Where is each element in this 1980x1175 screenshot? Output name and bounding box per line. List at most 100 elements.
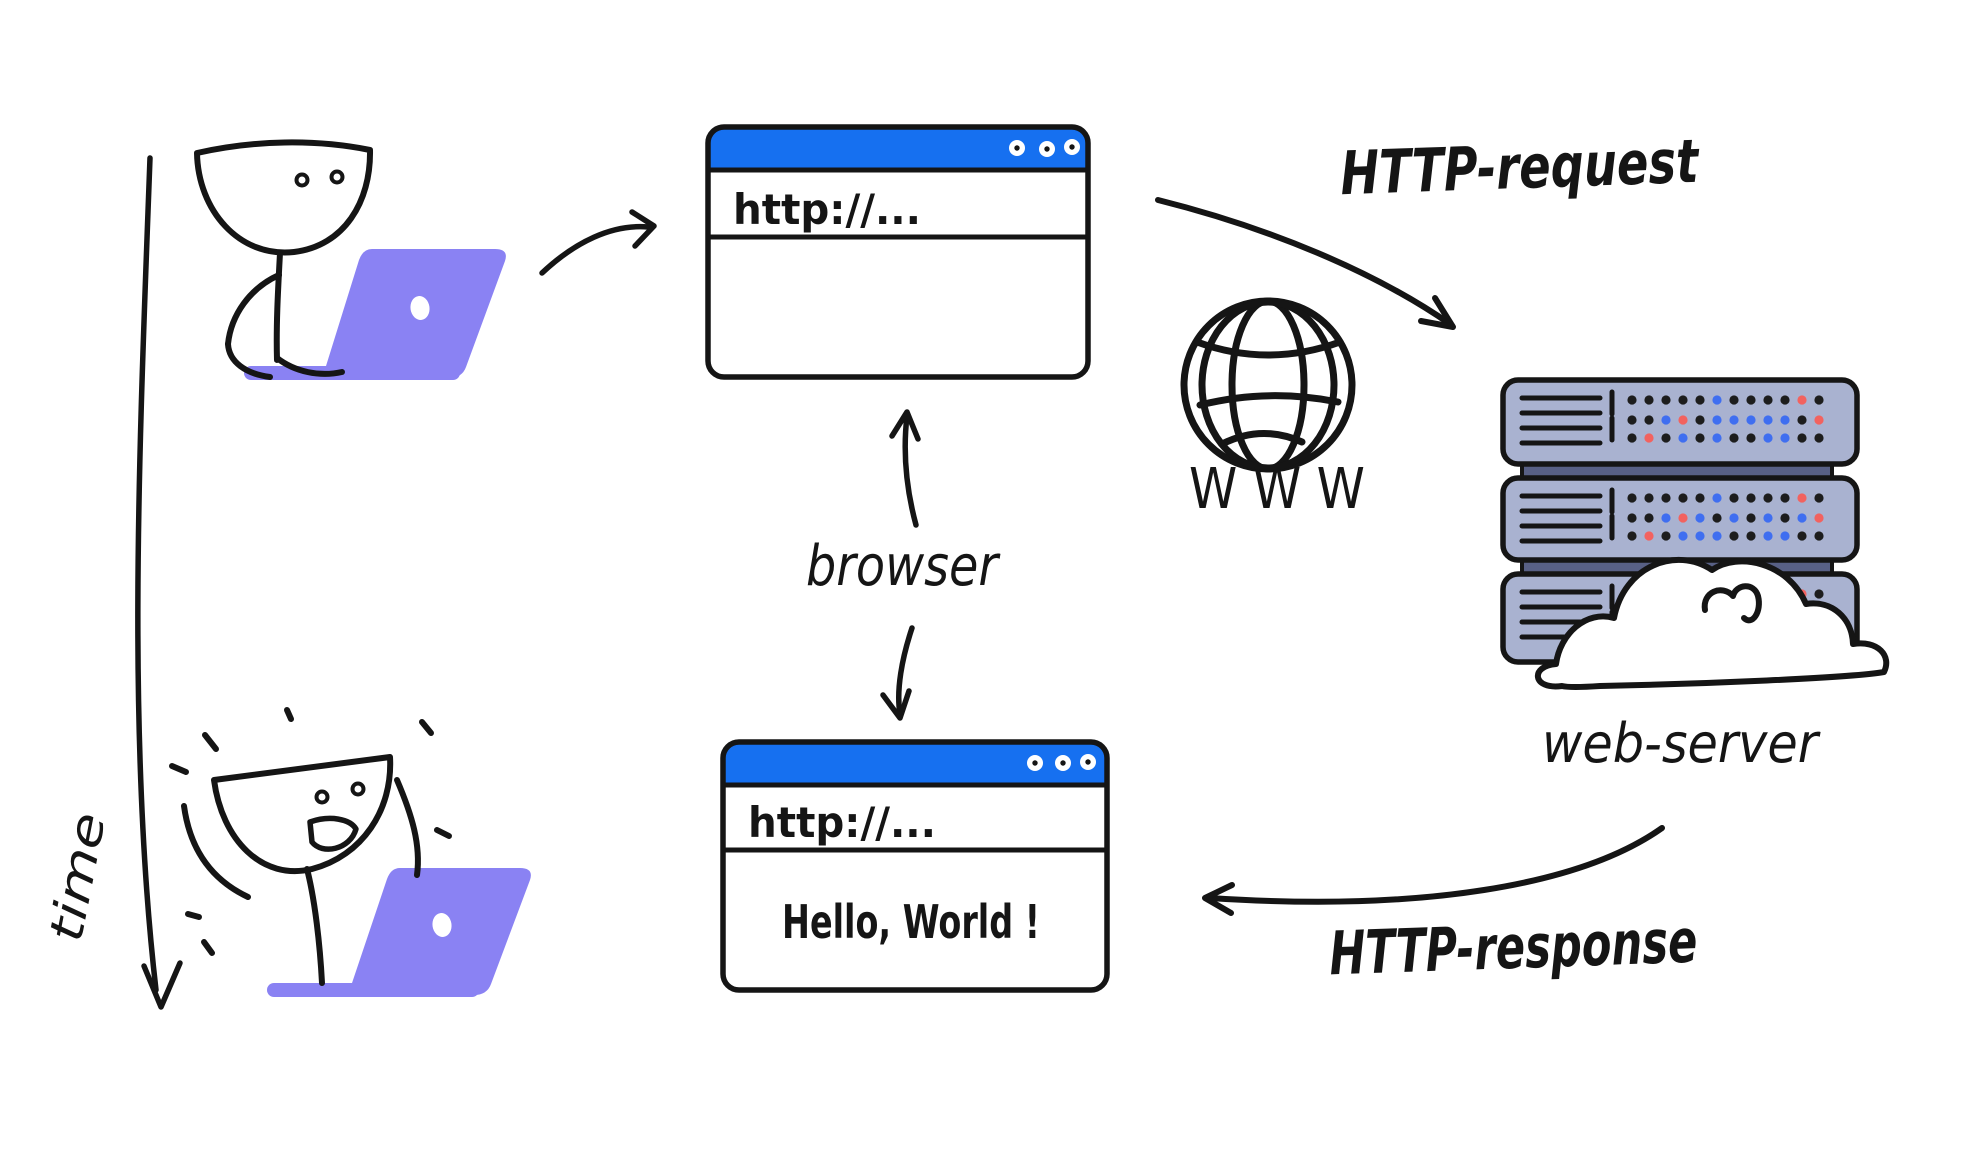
browser-down-arrow — [880, 625, 915, 721]
window-outline — [705, 124, 1091, 380]
globe-parallel-mid — [1196, 392, 1342, 409]
arrow-head — [1418, 295, 1456, 330]
time-axis-arrowhead — [141, 960, 183, 1010]
excitement-dashes — [169, 707, 452, 956]
led-dot — [1644, 395, 1654, 405]
led-dot — [1678, 433, 1688, 443]
arrow-head — [629, 209, 657, 249]
led-dot — [1763, 415, 1773, 425]
led-dot — [1678, 415, 1688, 425]
laptop-bottom-icon — [267, 868, 531, 997]
led-dot — [1695, 415, 1705, 425]
window-titlebar-dots — [1027, 754, 1096, 771]
led-dot — [1797, 531, 1807, 541]
user-bottom — [169, 707, 531, 997]
led-dot — [1729, 531, 1739, 541]
led-dot — [1780, 493, 1790, 503]
browser-label: browser — [806, 534, 1001, 599]
led-dot — [1814, 415, 1824, 425]
led-dot — [1661, 395, 1671, 405]
arrow-curve — [902, 413, 919, 528]
led-dot — [1814, 395, 1824, 405]
eye-right — [329, 169, 345, 185]
led-dot — [1627, 531, 1637, 541]
cloud-shape — [1534, 556, 1890, 690]
www-globe: W W W — [1180, 297, 1365, 522]
led-dot — [1814, 589, 1824, 599]
led-dot — [1780, 433, 1790, 443]
globe-outline — [1180, 297, 1356, 473]
unit-vents — [1519, 389, 1615, 446]
led-dot — [1780, 531, 1790, 541]
hello-world-text: Hello, World ! — [782, 895, 1040, 949]
globe-icon — [1180, 297, 1356, 473]
http-request-label: HTTP-request — [1339, 127, 1701, 210]
led-dot — [1780, 513, 1790, 523]
led-dot — [1729, 395, 1739, 405]
led-dot — [1661, 531, 1671, 541]
url-text-top: http://... — [733, 185, 921, 234]
led-dot — [1814, 531, 1824, 541]
led-dot — [1814, 433, 1824, 443]
arm-left — [181, 803, 251, 900]
head — [211, 754, 394, 874]
led-dot — [1729, 513, 1739, 523]
led-dot — [1746, 531, 1756, 541]
laptop-logo — [410, 296, 430, 320]
stick-figure-bottom — [169, 707, 452, 986]
led-dot — [1644, 433, 1654, 443]
led-dot — [1695, 493, 1705, 503]
led-dot — [1729, 493, 1739, 503]
window-body — [708, 127, 1088, 377]
led-dot — [1746, 513, 1756, 523]
user-top — [194, 139, 506, 380]
led-dot — [1729, 433, 1739, 443]
arrow-head — [880, 688, 912, 721]
stick-figure-top — [194, 139, 374, 380]
dot-2-center — [1060, 760, 1066, 766]
led-dot — [1661, 513, 1671, 523]
led-dot — [1712, 395, 1722, 405]
led-dot — [1678, 395, 1688, 405]
globe-parallel-top — [1193, 338, 1344, 359]
dot-1-center — [1014, 145, 1020, 151]
http-request-annotation: HTTP-request — [1155, 127, 1701, 330]
led-dot — [1644, 513, 1654, 523]
led-dot — [1763, 493, 1773, 503]
led-dot — [1746, 433, 1756, 443]
arm-right — [394, 777, 421, 878]
led-dot — [1627, 433, 1637, 443]
led-dot — [1644, 531, 1654, 541]
globe-meridian-inner — [1228, 297, 1308, 473]
led-dot — [1627, 395, 1637, 405]
led-dot — [1712, 513, 1722, 523]
led-dot — [1763, 531, 1773, 541]
arrow-curve — [896, 625, 915, 717]
led-dot — [1712, 531, 1722, 541]
leg-line-1 — [225, 341, 273, 380]
eye-left — [314, 789, 330, 805]
led-dot — [1763, 433, 1773, 443]
led-dot — [1746, 415, 1756, 425]
time-axis-line — [135, 155, 159, 993]
server-cloud — [1534, 556, 1890, 690]
url-text-bottom: http://... — [748, 798, 936, 847]
browser-annotation: browser — [806, 409, 1001, 721]
eye-right — [350, 781, 366, 797]
led-dot — [1712, 415, 1722, 425]
led-dot — [1627, 415, 1637, 425]
http-response-label: HTTP-response — [1328, 907, 1698, 990]
led-dot — [1644, 415, 1654, 425]
window-body — [723, 742, 1107, 990]
server-unit-2 — [1500, 475, 1860, 563]
led-dot — [1763, 513, 1773, 523]
dot-1-center — [1032, 760, 1038, 766]
unit-led-dots — [1627, 395, 1824, 443]
browser-up-arrow — [889, 409, 921, 528]
dot-2-center — [1044, 146, 1050, 152]
led-dot — [1678, 513, 1688, 523]
led-dot — [1678, 531, 1688, 541]
laptop-logo — [432, 913, 452, 937]
led-dot — [1729, 415, 1739, 425]
